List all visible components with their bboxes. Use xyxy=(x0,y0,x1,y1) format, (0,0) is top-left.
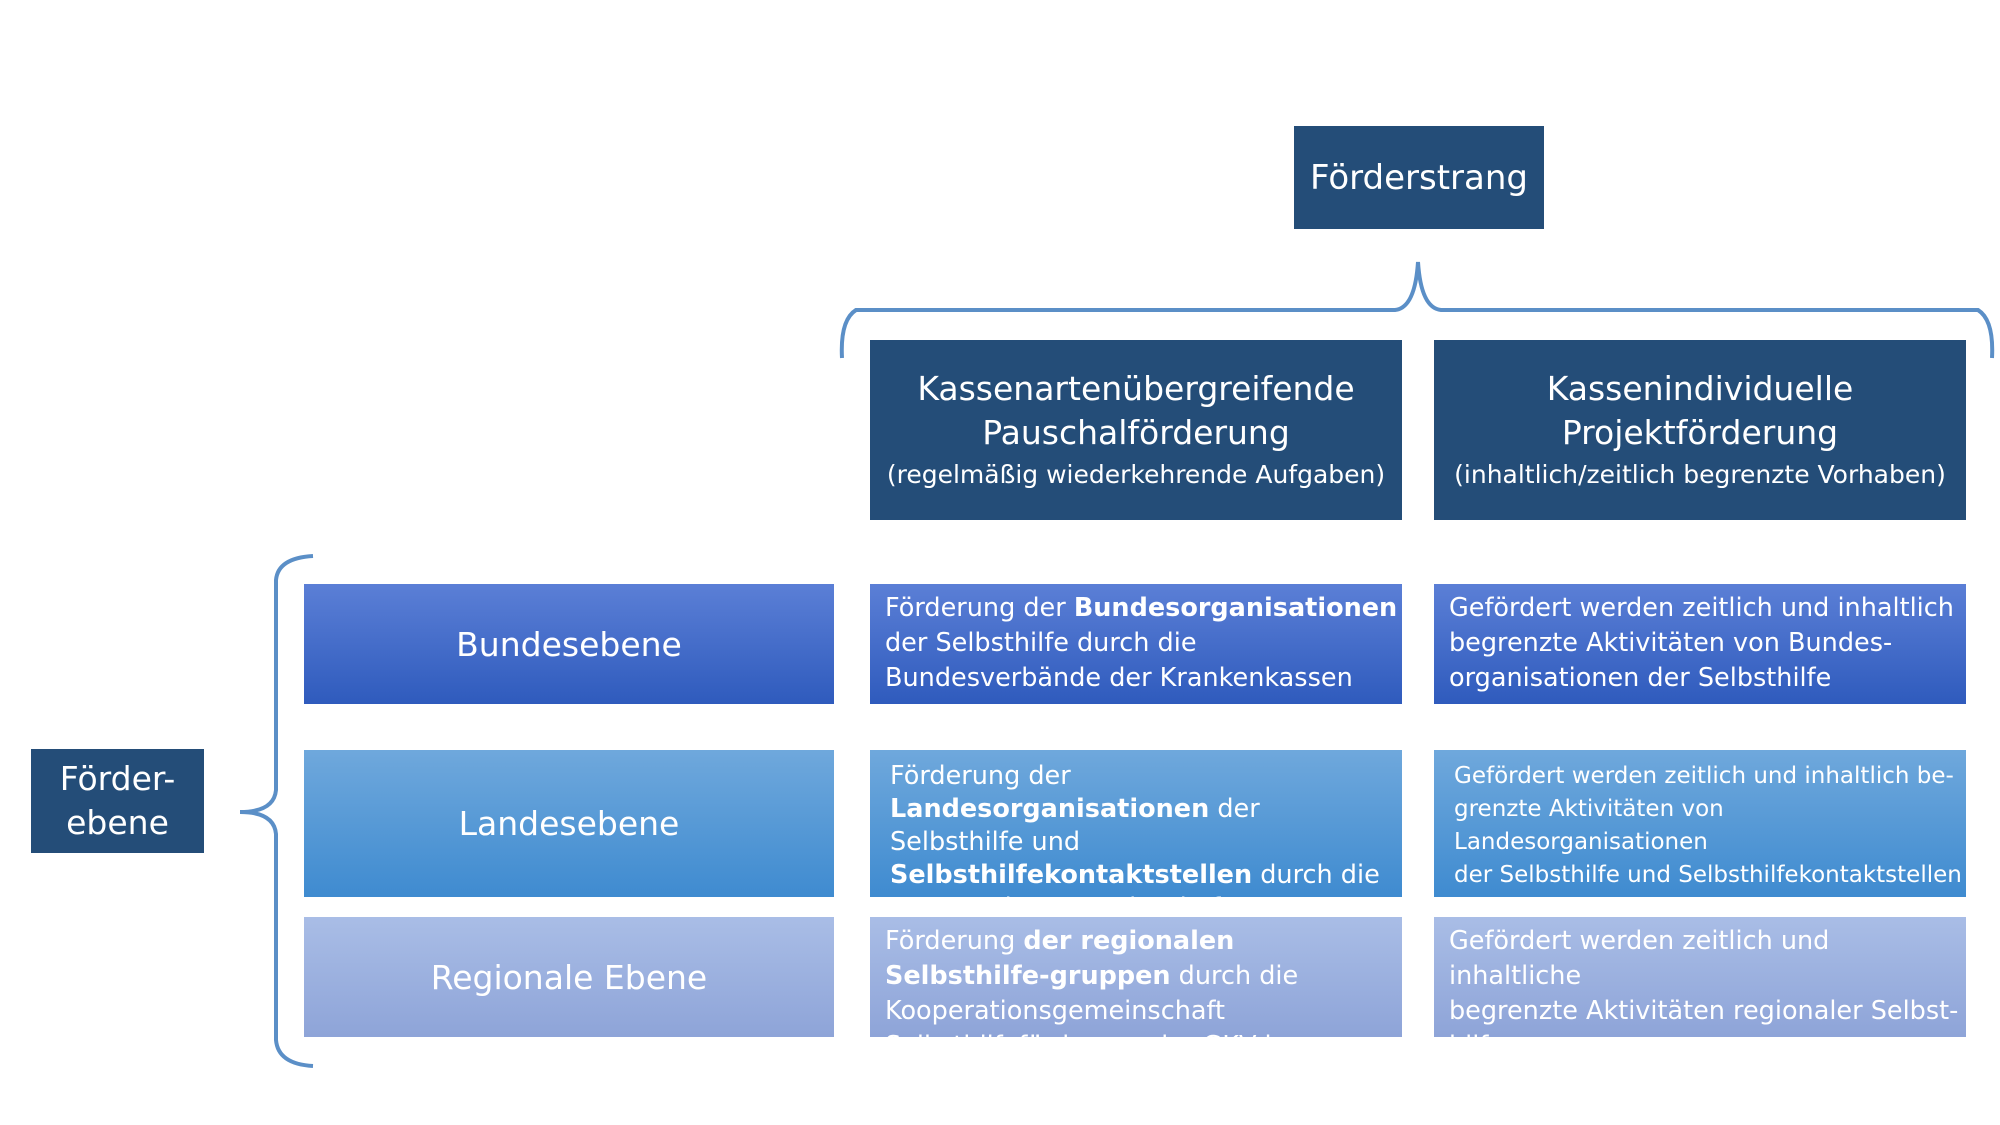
column-subtitle: (inhaltlich/zeitlich begrenzte Vorhaben) xyxy=(1454,460,1946,489)
cell-text-bold: Bundesorganisationen xyxy=(1073,593,1398,623)
cell-text-bold1: Landesorganisationen xyxy=(890,794,1210,824)
level-regionale-ebene: Regionale Ebene xyxy=(304,917,834,1037)
column-title-line2: Projektförderung xyxy=(1561,413,1839,452)
column-title-line1: Kassenartenübergreifende xyxy=(917,369,1355,408)
cell-line2: begrenzte Aktivitäten regionaler Selbst- xyxy=(1449,996,1959,1026)
level-label: Regionale Ebene xyxy=(430,957,708,997)
cell-text-post: durch die Kooperationsgemeinschaft Selbs… xyxy=(885,961,1299,1096)
foerderstrang-box: Förderstrang xyxy=(1294,126,1544,229)
cell-line3: hilfegruppen xyxy=(1449,1031,1612,1061)
cell-text-pre: Förderung der xyxy=(890,761,1071,791)
cell-land-projekt: Gefördert werden zeitlich und inhaltlich… xyxy=(1434,750,1966,897)
cell-line1: Gefördert werden zeitlich und inhaltlich… xyxy=(1449,926,1830,991)
level-bundesebene: Bundesebene xyxy=(304,584,834,704)
cell-text-pre: Förderung xyxy=(885,926,1024,956)
cell-line2: begrenzte Aktivitäten von Bundes- xyxy=(1449,628,1893,658)
foerderebene-box: Förder- ebene xyxy=(31,749,204,853)
foerderebene-line2: ebene xyxy=(66,803,169,842)
cell-line2: grenzte Aktivitäten von Landesorganisati… xyxy=(1454,796,1724,855)
top-curly-brace xyxy=(839,261,1995,359)
column-title-line1: Kassenindividuelle xyxy=(1546,369,1854,408)
cell-bund-projekt: Gefördert werden zeitlich und inhaltlich… xyxy=(1434,584,1966,704)
foerderstrang-label: Förderstrang xyxy=(1310,157,1528,198)
left-curly-brace xyxy=(239,554,314,1068)
column-title-line2: Pauschalförderung xyxy=(982,413,1290,452)
level-label: Landesebene xyxy=(458,804,680,843)
foerderebene-line1: Förder- xyxy=(59,759,176,798)
cell-bund-pauschal: Förderung der Bundesorganisationen der S… xyxy=(870,584,1402,704)
cell-text-bold2: Selbsthilfekontaktstellen xyxy=(890,860,1253,890)
cell-text-post: der Selbsthilfe durch die Bundesverbände… xyxy=(885,628,1353,693)
cell-text-mid: der Selbsthilfe und xyxy=(890,794,1260,857)
column-header-pauschal: Kassenartenübergreifende Pauschalförderu… xyxy=(870,340,1402,520)
cell-line1: Gefördert werden zeitlich und inhaltlich… xyxy=(1454,763,1954,789)
cell-line3: organisationen der Selbsthilfe xyxy=(1449,663,1832,693)
cell-reg-pauschal: Förderung der regionalen Selbsthilfe-gru… xyxy=(870,917,1402,1096)
level-label: Bundesebene xyxy=(456,624,682,664)
cell-line3: der Selbsthilfe und Selbsthilfekontaktst… xyxy=(1454,862,1962,888)
cell-text-pre: Förderung der xyxy=(885,593,1074,623)
cell-line1: Gefördert werden zeitlich und inhaltlich xyxy=(1449,593,1954,623)
column-header-projekt: Kassenindividuelle Projektförderung (inh… xyxy=(1434,340,1966,520)
cell-text-bold: der regionalen Selbsthilfe-gruppen xyxy=(885,926,1235,991)
level-landesebene: Landesebene xyxy=(304,750,834,897)
column-subtitle: (regelmäßig wiederkehrende Aufgaben) xyxy=(886,460,1386,489)
cell-reg-projekt: Gefördert werden zeitlich und inhaltlich… xyxy=(1434,917,1966,1061)
cell-land-pauschal: Förderung der Landesorganisationen der S… xyxy=(870,750,1402,989)
